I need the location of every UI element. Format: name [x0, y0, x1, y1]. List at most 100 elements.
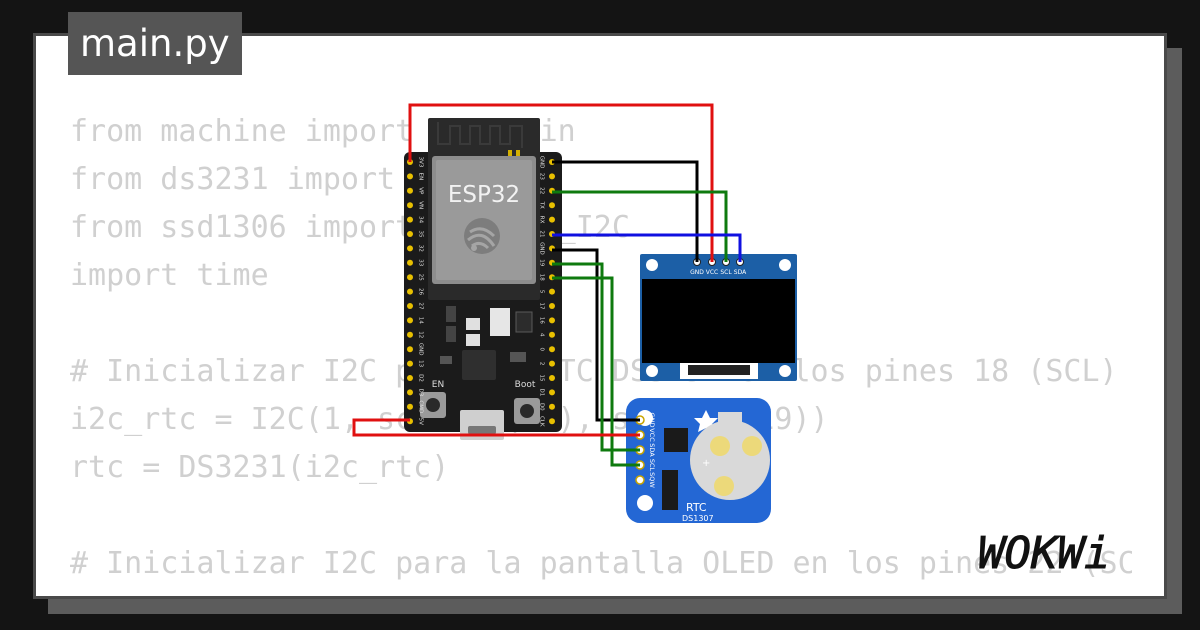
esp32-pin[interactable] [407, 360, 413, 367]
smd-component [466, 334, 480, 346]
esp32-pin-label: VN [418, 201, 424, 209]
oled-pin-label: SCL [720, 269, 732, 276]
code-line: # Inicializar I2C para la pantalla OLED … [70, 546, 1132, 581]
esp32-pin[interactable] [407, 216, 413, 223]
esp32-pin-label: D1 [539, 389, 545, 397]
esp32-pin[interactable] [549, 303, 555, 309]
crystal [662, 470, 678, 510]
esp32-pin[interactable] [549, 288, 555, 295]
esp32-pin[interactable] [549, 360, 555, 367]
esp32-pin-label: 32 [418, 245, 424, 252]
wire-3v3-vcc-oled [408, 103, 714, 262]
esp32-pin-label: D2 [418, 374, 424, 382]
esp32-pin[interactable] [407, 259, 413, 266]
code-line: i2c_oled = I2C(0, scl=Pin(22), sda=Pin(2… [70, 588, 1132, 596]
esp32-pin-label: 18 [539, 274, 545, 281]
esp32-pin-label: VP [418, 187, 424, 195]
boot-label: Boot [515, 380, 536, 390]
rtc-chip-label: DS1307 [682, 514, 714, 523]
esp32-pin[interactable] [549, 202, 555, 209]
esp32-pin-label: GND [418, 343, 424, 356]
esp32-pin-label: 23 [539, 173, 545, 180]
esp32-pin-label: GND [539, 242, 545, 255]
esp32-pin[interactable] [407, 331, 413, 338]
esp32-pin[interactable] [407, 389, 413, 396]
oled-pin-label: GND [690, 269, 704, 276]
wire-gnd-rtc [552, 248, 640, 422]
esp32-pin[interactable] [549, 389, 555, 396]
esp32-pin-label: 4 [539, 333, 545, 337]
esp32-left-header: 3V3ENVPVN343532332526271412GND13D2D3CMD5… [407, 157, 424, 425]
esp32-pin[interactable] [407, 187, 413, 194]
esp32-pin-label: 2 [539, 362, 545, 366]
code-line: rtc = DS3231(i2c_rtc) [70, 450, 450, 485]
code-line: import time [70, 258, 269, 293]
esp32-pin[interactable] [549, 375, 555, 381]
esp32-pin[interactable] [407, 274, 413, 281]
rtc-label: RTC [686, 501, 707, 514]
esp32-pin-label: 27 [418, 303, 424, 310]
espressif-logo-icon [464, 218, 500, 254]
esp32-pin-label: 25 [418, 274, 424, 281]
esp32-pin[interactable] [549, 173, 555, 180]
rtc-chip [664, 428, 688, 452]
esp32-pin[interactable] [407, 403, 413, 410]
esp32-pin-label: 19 [539, 259, 545, 266]
esp32-pin[interactable] [407, 346, 413, 353]
esp32-pin[interactable] [407, 375, 413, 381]
wire-gnd-oled [552, 160, 699, 262]
esp32-pin-label: 26 [418, 288, 424, 295]
esp32-pin[interactable] [549, 346, 555, 353]
esp32-pin-label: 22 [539, 187, 545, 194]
esp32-pin[interactable] [407, 288, 413, 295]
esp32-pin-label: 12 [418, 331, 424, 338]
rtc-pin-label: SQW [648, 472, 656, 488]
esp32-pin[interactable] [407, 317, 413, 324]
esp32-pin[interactable] [549, 317, 555, 324]
esp32-pin[interactable] [407, 202, 413, 209]
esp32-pin-label: 17 [539, 303, 545, 310]
esp32-pin-label: 15 [539, 375, 545, 382]
esp32-pin-label: CLK [539, 416, 545, 427]
esp32-pin-label: GND [539, 156, 545, 169]
esp32-pin[interactable] [407, 173, 413, 180]
esp32-pin[interactable] [549, 216, 555, 223]
wire-5v-vcc-rtc [352, 418, 640, 437]
esp32-board[interactable]: ESP32 EN Boot 3V3ENVPVN34353233252627141… [404, 118, 562, 440]
rtc-pin-label: SCL [648, 459, 656, 472]
oled-pin-label: SDA [734, 269, 747, 276]
esp32-pin-label: 21 [539, 231, 545, 238]
usb-uart-chip [462, 350, 496, 380]
oled-screen [642, 279, 795, 363]
rtc-pin-label: GND [648, 413, 656, 428]
esp32-pin-label: D0 [539, 403, 545, 411]
esp32-pin-label: 5 [539, 290, 545, 294]
esp32-pin-label: 14 [418, 317, 424, 324]
wire-sda-oled [552, 233, 742, 262]
esp32-pin-label: 33 [418, 259, 424, 266]
file-tab[interactable]: main.py [68, 12, 242, 75]
wires [352, 103, 742, 467]
esp32-pin[interactable] [407, 245, 413, 252]
wokwi-logo: WOKWi [978, 528, 1111, 580]
esp32-pin[interactable] [549, 403, 555, 410]
wire-scl-rtc [552, 276, 640, 467]
svg-text:+: + [702, 458, 710, 469]
esp32-pin[interactable] [549, 331, 555, 338]
esp32-label: ESP32 [448, 182, 520, 208]
smd-component [466, 318, 480, 330]
esp32-pin-label: RX [539, 216, 545, 224]
esp32-pin[interactable] [407, 231, 413, 237]
esp32-pin[interactable] [549, 418, 555, 425]
antenna-trace [437, 122, 523, 148]
regulator-chip [490, 308, 510, 336]
esp32-pin-label: 16 [539, 317, 545, 324]
esp32-pin-label: 5V [418, 418, 424, 425]
rtc-pin[interactable] [635, 475, 645, 485]
esp32-pin[interactable] [407, 303, 413, 309]
